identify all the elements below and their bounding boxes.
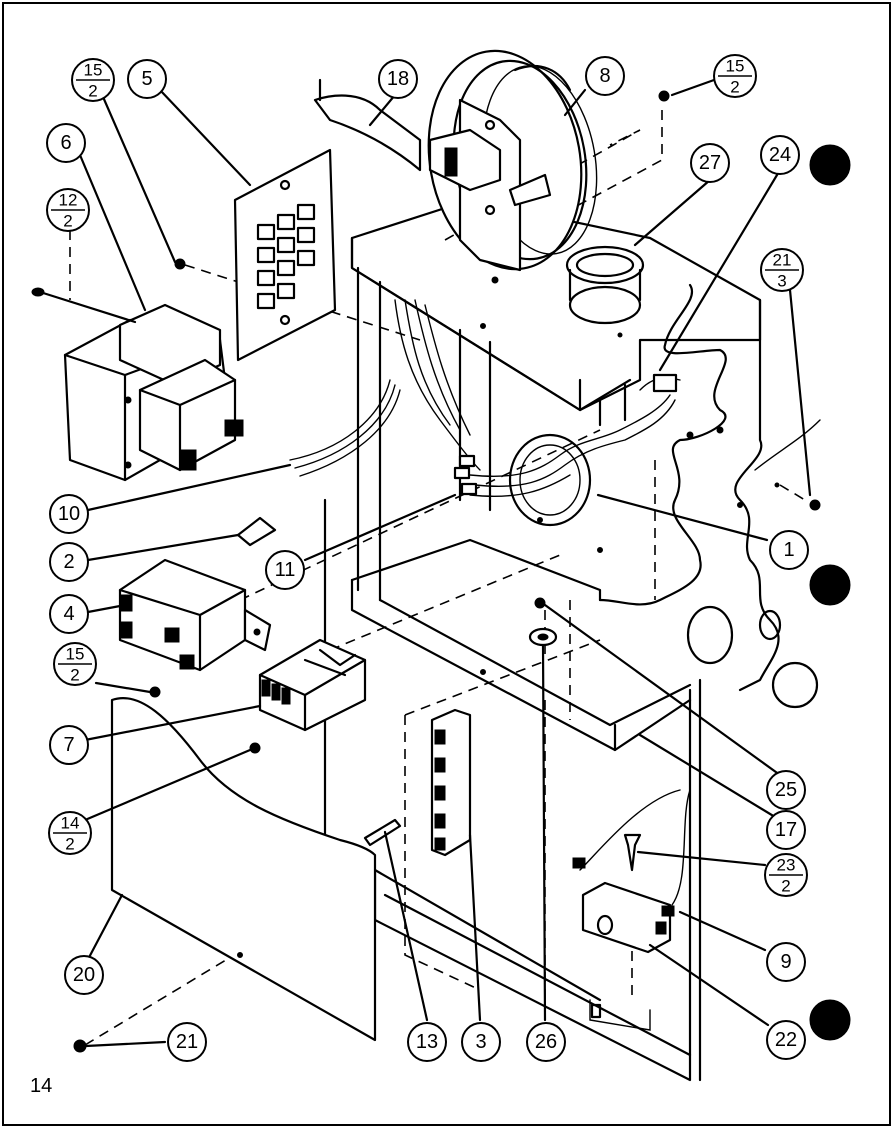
part-6-transformer [63,303,244,482]
fraction-callout-15-2-right: 15 2 [713,54,757,98]
grommet-1 [508,433,592,527]
svg-text:9: 9 [780,951,791,973]
wire-harness-plug-24 [652,373,678,393]
part-8-blower-wheel [427,49,598,284]
part-20-access-panel [110,697,377,1042]
svg-text:11: 11 [275,559,296,581]
part-18-insulation-strip [313,94,422,172]
callout-24: 24 [760,135,800,175]
svg-text:25: 25 [775,779,797,801]
callout-21: 21 [167,1022,207,1062]
svg-text:5: 5 [141,68,152,90]
callout-9: 9 [766,942,806,982]
callout-4: 4 [49,594,89,634]
svg-text:7: 7 [63,734,74,756]
screw-12 [38,290,137,324]
part-5-terminal-board [233,148,337,362]
svg-text:2: 2 [63,551,74,573]
binder-hole-bottom [809,999,851,1041]
svg-text:2: 2 [70,666,79,685]
callout-5: 5 [127,59,167,99]
svg-text:2: 2 [781,877,790,896]
svg-text:15: 15 [726,57,745,76]
svg-text:6: 6 [60,132,71,154]
callout-2: 2 [49,542,89,582]
part-4-relay [118,558,272,672]
callout-17: 17 [766,810,806,850]
fraction-callout-15-2-top: 15 2 [71,58,115,102]
callout-6: 6 [46,123,86,163]
svg-text:22: 22 [775,1029,797,1051]
part-7-contactor [258,638,367,732]
screw-15-top [174,258,186,270]
svg-text:2: 2 [65,835,74,854]
svg-text:14: 14 [61,814,80,833]
screw-21-right [809,499,821,511]
svg-text:3: 3 [475,1031,486,1053]
binder-hole-top [809,144,851,186]
svg-text:27: 27 [699,152,721,174]
svg-text:17: 17 [775,819,797,841]
callout-25: 25 [766,770,806,810]
svg-text:13: 13 [416,1031,438,1053]
svg-text:4: 4 [63,603,74,625]
callout-3: 3 [461,1022,501,1062]
fraction-callout-21-3: 21 3 [760,248,804,292]
svg-text:8: 8 [599,65,610,87]
callout-20: 20 [64,955,104,995]
callout-27: 27 [690,143,730,183]
svg-text:18: 18 [387,68,409,90]
svg-text:21: 21 [773,251,792,270]
part-22-switch [572,789,691,954]
svg-text:2: 2 [88,82,97,101]
callout-13: 13 [407,1022,447,1062]
wiring-harness [289,299,821,527]
part-3-terminal-strip [430,708,472,857]
fraction-callout-14-2: 14 2 [48,811,92,855]
svg-text:23: 23 [777,856,796,875]
screw-15-right [658,90,670,102]
screw-21-bottom [73,1039,87,1053]
callout-22: 22 [766,1020,806,1060]
svg-text:2: 2 [730,78,739,97]
callout-1: 1 [769,530,809,570]
page-number: 14 [30,1075,52,1097]
svg-text:20: 20 [73,964,95,986]
fraction-callout-15-2-left: 15 2 [53,642,97,686]
fraction-callout-12-2: 12 2 [46,188,90,232]
svg-text:26: 26 [535,1031,557,1053]
part-13-screw [363,818,402,847]
svg-text:10: 10 [58,503,80,525]
svg-text:21: 21 [176,1031,198,1053]
svg-text:2: 2 [63,212,72,231]
part-2-wire-nut [236,516,277,547]
leader-lines [78,78,812,1048]
callout-7: 7 [49,725,89,765]
binder-hole-middle [809,564,851,606]
callout-8: 8 [585,56,625,96]
svg-text:3: 3 [777,272,786,291]
svg-text:15: 15 [84,61,103,80]
svg-text:24: 24 [769,144,791,166]
svg-text:1: 1 [783,539,794,561]
callout-11: 11 [265,550,305,590]
svg-text:15: 15 [66,645,85,664]
part-23-screw [623,833,642,872]
cabinet-assembly [84,110,819,1082]
part-27-ring [565,245,645,325]
callout-18: 18 [378,59,418,99]
screw-15-left [149,686,161,698]
screw-25 [534,597,546,609]
callout-26: 26 [526,1022,566,1062]
svg-text:12: 12 [59,191,78,210]
screw-14 [249,742,261,754]
callout-10: 10 [49,494,89,534]
fraction-callout-23-2: 23 2 [764,853,808,897]
